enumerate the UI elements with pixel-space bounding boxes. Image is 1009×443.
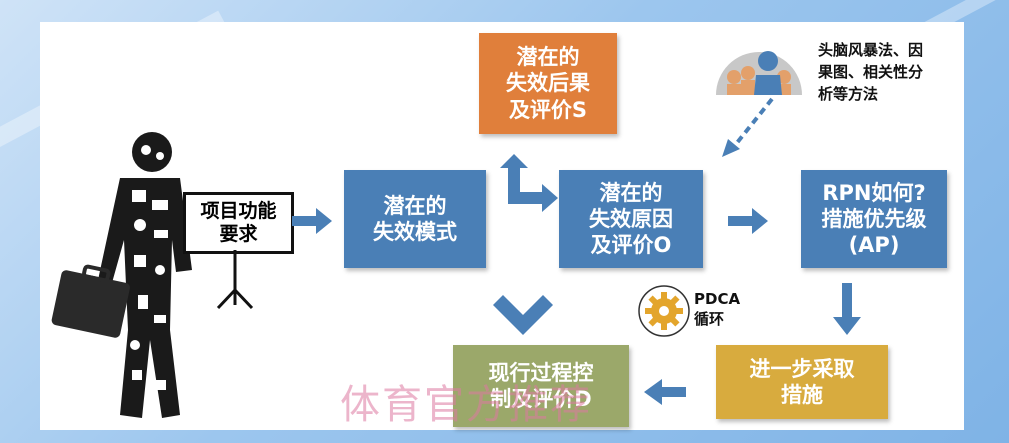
further-action-box: 进一步采取 措施 bbox=[716, 345, 888, 419]
brainstorm-methods-text: 头脑风暴法、因 果图、相关性分 析等方法 bbox=[818, 41, 924, 103]
failure-consequence-box: 潜在的 失效后果 及评价S bbox=[479, 33, 617, 134]
easel-stand-icon bbox=[216, 250, 254, 310]
arrow-mode-to-cause bbox=[500, 154, 558, 212]
arrow-cause-to-rpn bbox=[728, 208, 768, 234]
rpn-priority-box: RPN如何? 措施优先级 (AP) bbox=[801, 170, 947, 268]
gear-icon bbox=[638, 285, 690, 337]
dashed-arrow-brainstorm-to-cause bbox=[722, 97, 774, 157]
audience-icon bbox=[716, 51, 802, 95]
failure-mode-box: 潜在的 失效模式 bbox=[344, 170, 486, 268]
watermark-text: 体育官方推荐 bbox=[340, 382, 592, 428]
failure-cause-box: 潜在的 失效原因 及评价O bbox=[559, 170, 703, 268]
project-function-sign: 项目功能 要求 bbox=[183, 192, 294, 254]
person-collage-icon bbox=[98, 132, 192, 418]
briefcase-icon bbox=[51, 264, 130, 338]
arrow-rpn-to-action bbox=[833, 283, 861, 335]
arrow-action-to-control bbox=[644, 379, 686, 405]
current-control-box: 现行过程控 制及评价D bbox=[453, 345, 629, 427]
pdca-cycle-text: PDCA 循环 bbox=[694, 290, 741, 329]
chevron-down-icon bbox=[493, 295, 553, 335]
arrow-sign-to-mode bbox=[292, 208, 332, 234]
